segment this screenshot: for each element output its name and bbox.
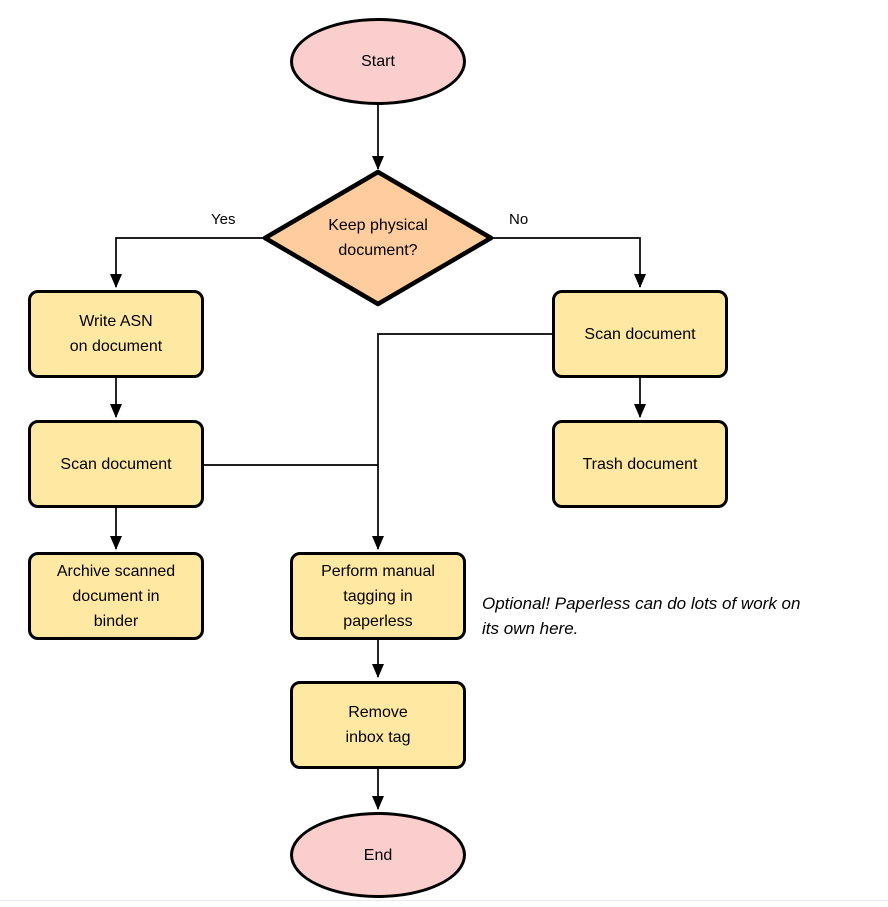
node-remove-inbox-tag: Remove inbox tag	[290, 681, 466, 769]
node-trash-document-label: Trash document	[582, 455, 698, 473]
node-end: End	[290, 812, 466, 898]
decision-diamond-shape	[262, 169, 494, 307]
page-bottom-divider	[0, 900, 888, 901]
edge-decision-yes-to-write-asn	[110, 237, 265, 288]
node-start-label: Start	[361, 53, 395, 70]
node-write-asn: Write ASN on document	[28, 290, 204, 378]
node-end-label: End	[363, 846, 393, 864]
edge-label-yes: Yes	[211, 211, 236, 228]
node-perform-tagging: Perform manual tagging in paperless	[290, 552, 466, 640]
node-perform-tagging-label: Perform manual tagging in paperless	[321, 562, 435, 630]
node-archive-in-binder: Archive scanned document in binder	[28, 552, 204, 640]
edge-scan-right-to-perform-tagging	[372, 333, 552, 550]
node-scan-document-left: Scan document	[28, 420, 204, 508]
edge-decision-no-to-scan-right	[491, 237, 646, 288]
node-remove-inbox-tag-label: Remove inbox tag	[345, 704, 411, 746]
optional-note: Optional! Paperless can do lots of work …	[482, 594, 801, 638]
node-decision-label: Keep physical document?	[328, 217, 428, 259]
node-scan-document-left-label: Scan document	[60, 455, 172, 473]
node-scan-document-right: Scan document	[552, 290, 728, 378]
node-archive-in-binder-label: Archive scanned document in binder	[56, 562, 176, 630]
node-start: Start	[290, 18, 466, 105]
edge-label-no: No	[509, 211, 529, 228]
node-write-asn-label: Write ASN on document	[69, 313, 163, 355]
node-trash-document: Trash document	[552, 420, 728, 508]
node-scan-document-right-label: Scan document	[584, 325, 696, 343]
